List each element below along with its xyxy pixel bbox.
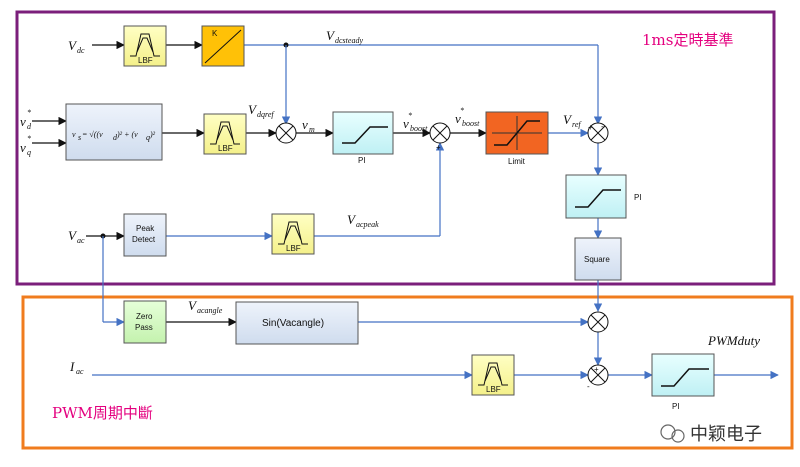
svg-text:Limit: Limit — [508, 157, 526, 166]
svg-text:Zero: Zero — [136, 312, 153, 321]
svg-text:= √((v: = √((v — [82, 130, 103, 139]
svg-text:*: * — [460, 106, 464, 115]
svg-text:Square: Square — [584, 255, 610, 264]
svg-text:acpeak: acpeak — [356, 220, 379, 229]
magnitude-formula-block: v s = √((v d )² + (v q )² — [65, 103, 163, 161]
svg-text:v: v — [302, 117, 308, 132]
sum-junction-current: + - — [587, 364, 609, 391]
svg-text:+: + — [436, 143, 441, 152]
svg-text:v: v — [20, 114, 26, 129]
sum-junction-ref: + - — [587, 122, 609, 144]
svg-text:PI: PI — [634, 193, 642, 202]
svg-text:+: + — [588, 123, 593, 132]
label-vboost-pi: * v boost — [403, 111, 428, 133]
svg-text:V: V — [68, 228, 78, 243]
pi-controller-voltage: PI — [332, 111, 394, 165]
pwm-region-frame — [21, 295, 794, 450]
pi-controller-ref: PI — [565, 174, 642, 219]
svg-text:*: * — [408, 111, 412, 120]
svg-text:q: q — [27, 148, 31, 157]
svg-text:LBF: LBF — [218, 144, 233, 153]
svg-text:dc: dc — [77, 46, 85, 55]
svg-text:d: d — [27, 122, 32, 131]
svg-text:dqref: dqref — [257, 110, 275, 119]
sum-junction-boost: + — [429, 122, 451, 152]
multiply-junction — [587, 311, 609, 333]
label-vdc: V dc — [68, 38, 85, 55]
svg-text:V: V — [563, 112, 573, 127]
svg-text:-: - — [587, 382, 590, 391]
svg-text:LBF: LBF — [286, 244, 301, 253]
label-vdcsteady: V dcsteady — [326, 28, 363, 45]
svg-text:V: V — [326, 28, 336, 43]
svg-text:s: s — [78, 133, 81, 142]
svg-text:+: + — [594, 365, 599, 374]
svg-text:LBF: LBF — [138, 56, 153, 65]
svg-text:V: V — [347, 212, 357, 227]
svg-text:*: * — [27, 134, 31, 143]
sum-junction-dqref — [275, 122, 297, 144]
label-vac: V ac — [68, 228, 85, 245]
svg-text:I: I — [69, 359, 75, 374]
svg-text:m: m — [309, 125, 315, 134]
pwm-region-title: PWM周期中斷 — [52, 404, 153, 422]
svg-text:acangle: acangle — [197, 306, 223, 315]
svg-text:d: d — [113, 133, 118, 142]
zero-pass-block: Zero Pass — [123, 300, 167, 344]
svg-text:Sin(Vacangle): Sin(Vacangle) — [262, 318, 324, 329]
svg-text:LBF: LBF — [486, 385, 501, 394]
lbf-block-vs: LBF — [203, 113, 247, 155]
svg-text:boost: boost — [410, 124, 428, 133]
watermark: 中颖电子 — [660, 424, 762, 445]
label-vdqref: V dqref — [248, 102, 275, 119]
label-vboost-sum: * v boost — [455, 106, 480, 128]
svg-text:v: v — [403, 116, 409, 131]
svg-text:v: v — [20, 140, 26, 155]
svg-text:)²: )² — [149, 130, 156, 139]
label-vacpeak: V acpeak — [347, 212, 379, 229]
limit-block: Limit — [485, 111, 549, 166]
label-vacangle: V acangle — [188, 298, 223, 315]
svg-text:PI: PI — [358, 156, 366, 165]
label-vref: V ref — [563, 112, 582, 129]
svg-text:Detect: Detect — [132, 235, 156, 244]
k-gain-block: K — [201, 25, 245, 67]
svg-text:V: V — [68, 38, 78, 53]
svg-text:q: q — [146, 133, 150, 142]
sin-block: Sin(Vacangle) — [235, 301, 359, 345]
svg-text:Pass: Pass — [135, 323, 153, 332]
svg-text:V: V — [188, 298, 198, 313]
svg-text:ac: ac — [76, 367, 84, 376]
svg-text:v: v — [72, 130, 76, 139]
lbf-block-peak: LBF — [271, 213, 315, 255]
svg-text:-: - — [601, 122, 604, 131]
label-vq: v q * — [20, 134, 31, 157]
lbf-block-vdc: LBF — [123, 25, 167, 67]
svg-text:Peak: Peak — [136, 224, 155, 233]
pi-controller-current: PI — [651, 353, 715, 411]
svg-text:v: v — [455, 111, 461, 126]
peak-detect-block: Peak Detect — [123, 213, 167, 257]
ms-region-title: 1ms定時基準 — [642, 31, 733, 49]
svg-text:ref: ref — [572, 120, 582, 129]
svg-text:dcsteady: dcsteady — [335, 36, 363, 45]
svg-text:boost: boost — [462, 119, 480, 128]
svg-text:中颖电子: 中颖电子 — [690, 424, 762, 445]
svg-text:V: V — [248, 102, 258, 117]
svg-text:K: K — [212, 29, 218, 38]
svg-text:*: * — [27, 108, 31, 117]
svg-text:ac: ac — [77, 236, 85, 245]
square-block: Square — [574, 237, 622, 281]
svg-text:)² + (v: )² + (v — [116, 130, 138, 139]
label-vm: v m — [302, 117, 315, 134]
ms-region-frame — [15, 10, 776, 286]
svg-text:PI: PI — [672, 402, 680, 411]
label-iac: I ac — [69, 359, 84, 376]
lbf-block-iac: LBF — [471, 354, 515, 396]
label-pwmduty: PWMduty — [707, 333, 760, 348]
label-vd: v d * — [20, 108, 32, 131]
